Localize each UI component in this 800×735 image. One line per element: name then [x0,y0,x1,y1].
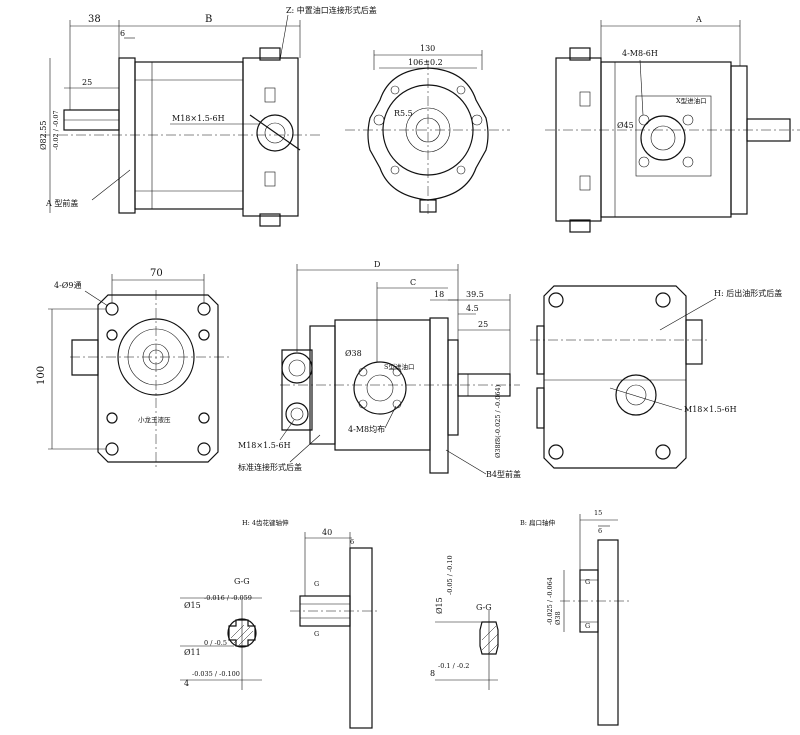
side-view-top-left: 38 B 6 25 Ø82.55 -0.02 / -0.07 M18×1.5-6… [39,5,377,227]
dim-25-mid: 25 [478,320,488,329]
note-4-holes: 4-Ø9通 [54,280,81,290]
g-mark-flat-top: G [585,578,590,586]
dim-15-flat: 15 [594,509,602,517]
front-view-middle-left: 70 100 4-Ø9通 小龙王液压 [36,268,230,470]
note-s-port: S型进油口 [384,362,414,371]
dim-40: 40 [322,528,332,537]
rear-view-top-right: A 4-M8-6H Ø45 X型进油口 [545,15,800,233]
dim-6: 6 [120,29,125,38]
dim-shaft-dia: Ø82.55 [39,121,48,150]
dim-8: 8 [430,669,435,678]
dim-38-flat: Ø38 [554,611,562,625]
note-x-port: X型进油口 [676,96,707,105]
dim-100: 100 [36,366,47,385]
note-rotation: 小龙王液压 [138,415,171,424]
dim-15-spline-tol: -0.016 / -0.059 [204,594,252,602]
flat-shaft-detail: B: 扁口轴伸 15 6 G G Ø38 -0.025 / -0.064 G-G… [430,509,630,726]
port-thread-top: M18×1.5-6H [172,114,225,123]
note-b4-cover: B4型前盖 [486,469,521,479]
dim-15-spline: Ø15 [184,601,201,610]
title-h-spline: H: 4齿花键轴伸 [242,518,289,527]
dim-38: 38 [88,14,101,25]
dim-15-flat-tol: -0.05 / -0.10 [446,555,454,595]
section-gg-left: G-G [234,577,250,586]
g-mark-bottom: G [314,630,319,638]
g-mark-top: G [314,580,319,588]
dim-8-tol: -0.1 / -0.2 [438,662,469,670]
dim-4-tol: -0.035 / -0.100 [192,670,240,678]
dim-25: 25 [82,78,92,87]
dim-106: 106±0.2 [408,58,443,67]
dim-130: 130 [420,44,435,53]
dim-11-tol: 0 / -0.5 [204,639,227,647]
port-thread-right: M18×1.5-6H [684,405,737,414]
dim-4-5: 4.5 [466,304,479,313]
side-view-middle-center: D C 18 39.5 4.5 25 Ø38 S型进油口 4-M8均布 M18×… [238,260,521,479]
dim-15-flat-dia: Ø15 [435,597,444,614]
note-a-cover: A 型前盖 [45,198,78,208]
note-z-cover: Z: 中置油口连接形式后盖 [286,5,377,15]
dim-r55: R5.5 [394,109,413,118]
dim-18: 18 [434,290,444,299]
section-gg-right: G-G [476,603,492,612]
dim-c: C [410,278,416,287]
dim-45: Ø45 [617,121,634,130]
dim-6-spline: 6 [350,538,354,546]
spline-shaft-detail: H: 4齿花键轴伸 40 6 G G G-G Ø15 -0.016 / -0.0… [180,518,380,729]
front-view-top-middle: 130 106±0.2 R5.5 [345,44,510,215]
title-b-flat: B: 扁口轴伸 [520,518,556,527]
rear-view-middle-right: H: 后出油形式后盖 M18×1.5-6H [530,285,782,469]
g-mark-flat-bottom: G [585,622,590,630]
dim-4: 4 [184,679,189,688]
dim-11: Ø11 [184,648,201,657]
port-thread-mid: M18×1.5-6H [238,441,291,450]
dim-38-mid: Ø38 [345,349,362,358]
dim-d: D [374,260,380,269]
dim-shaft-dia-mid: Ø38f8(-0.025 / -0.064) [494,384,502,458]
dim-6-flat: 6 [598,527,602,535]
dim-a: A [695,15,702,24]
note-std-cover: 标准连接形式后盖 [238,462,302,472]
dim-38-flat-tol: -0.025 / -0.064 [546,577,554,625]
note-h-cover: H: 后出油形式后盖 [714,288,782,298]
dim-shaft-tol: -0.02 / -0.07 [52,110,60,150]
note-m8-holes: 4-M8均布 [348,424,385,434]
dim-39-5: 39.5 [466,290,484,299]
dim-b: B [205,14,212,25]
dim-70: 70 [150,268,163,279]
note-4m8-top: 4-M8-6H [622,49,658,58]
